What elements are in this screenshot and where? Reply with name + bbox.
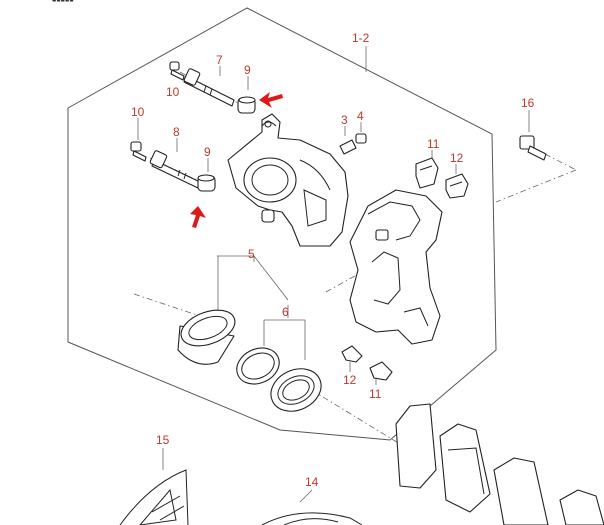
callout-16: 16 (521, 96, 535, 110)
callout-labels: 1-2 7 9 10 10 8 9 3 4 11 12 16 5 6 12 11… (131, 31, 535, 489)
callout-8: 8 (173, 125, 180, 139)
bushing-9-upper[interactable] (237, 96, 256, 114)
callout-1-2: 1-2 (352, 31, 370, 45)
callout-7: 7 (216, 53, 223, 67)
red-arrow-lower-icon (190, 206, 206, 228)
assembly-frame (67, 7, 497, 441)
brake-pads[interactable] (395, 403, 604, 525)
callout-4: 4 (357, 109, 364, 123)
callout-15: 15 (156, 433, 170, 447)
callout-10-upper: 10 (166, 85, 180, 99)
pad-clip-12-lower[interactable] (341, 345, 363, 363)
piston-seal-6[interactable] (231, 341, 285, 390)
callout-14: 14 (305, 475, 319, 489)
callout-11-lower: 11 (369, 387, 382, 401)
bleeder-cap-4[interactable] (355, 133, 367, 144)
callout-11-upper: 11 (427, 137, 440, 151)
callout-10-lower: 10 (131, 105, 145, 119)
bushing-9-lower[interactable] (197, 174, 216, 192)
callout-3: 3 (341, 113, 348, 127)
mounting-bolt-16[interactable] (519, 135, 547, 161)
caliper-body[interactable] (227, 113, 349, 247)
dust-shield-15[interactable] (119, 469, 189, 525)
leader-lines (137, 46, 530, 503)
guide-pin-bolt-8[interactable] (149, 150, 201, 189)
caliper-carrier-bracket[interactable] (349, 189, 443, 345)
callout-9-upper: 9 (244, 63, 251, 77)
dust-boot[interactable] (264, 361, 328, 419)
bleeder-screw-3[interactable] (339, 139, 357, 155)
bleeder-screw-10-lower[interactable] (130, 141, 147, 162)
pad-clip-11-upper[interactable] (415, 157, 439, 189)
header-code: ----- (52, 0, 74, 7)
guide-pin-bolt-7[interactable] (183, 68, 235, 107)
pad-clip-12-upper[interactable] (445, 173, 469, 199)
callout-9-lower: 9 (204, 145, 211, 159)
red-arrow-upper-icon (259, 92, 283, 108)
brake-disc-14[interactable] (261, 512, 363, 525)
piston-5[interactable] (176, 303, 240, 365)
callout-6: 6 (282, 305, 289, 319)
callout-12-lower: 12 (343, 373, 357, 387)
pad-clip-11-lower[interactable] (369, 361, 393, 381)
attention-arrows (190, 92, 283, 228)
bleeder-screw-10-upper[interactable] (169, 61, 185, 81)
callout-12-upper: 12 (450, 151, 464, 165)
callout-5: 5 (248, 247, 255, 261)
